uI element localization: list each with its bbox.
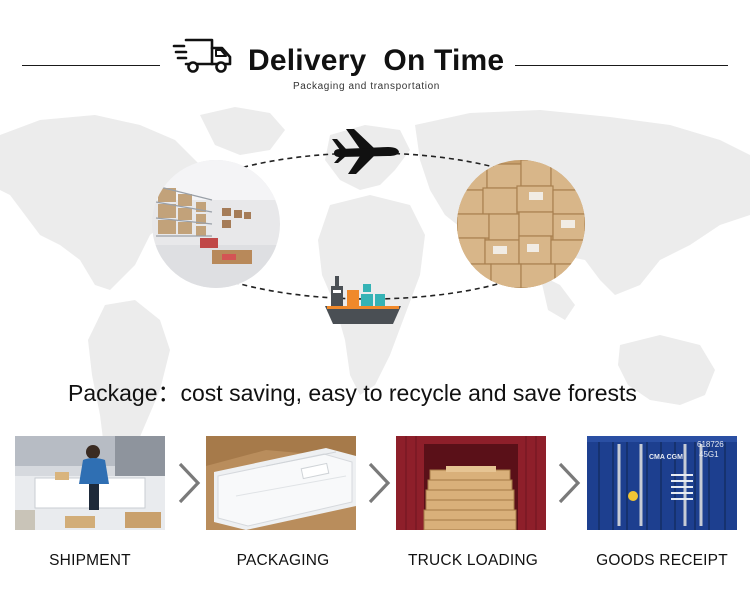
shipment-photo xyxy=(15,436,165,530)
step-label-packaging: PACKAGING xyxy=(236,552,330,569)
chevron-right-icon xyxy=(368,462,391,504)
cargo-ship-icon xyxy=(325,276,401,324)
world-map-background xyxy=(0,107,750,495)
warehouse-photo xyxy=(152,160,280,288)
truck-loading-photo xyxy=(396,436,546,530)
packaging-photo xyxy=(206,436,356,530)
step-label-shipment: SHIPMENT xyxy=(49,552,131,569)
container-number-text: 618726 xyxy=(697,440,724,449)
goods-receipt-container-photo: CMA CGM 618726 45G1 xyxy=(587,436,737,530)
carton-boxes-photo xyxy=(457,160,585,288)
airplane-icon xyxy=(332,129,399,174)
chevron-right-icon xyxy=(178,462,201,504)
step-label-goods-receipt: GOODS RECEIPT xyxy=(596,552,728,569)
container-code-text: 45G1 xyxy=(699,450,719,459)
container-brand-text: CMA CGM xyxy=(649,454,683,461)
header-divider-right xyxy=(515,65,728,66)
header-divider-left xyxy=(22,65,160,66)
page-subtitle: Packaging and transportation xyxy=(293,81,440,92)
page-title: Delivery On Time xyxy=(248,44,505,77)
package-benefits-text: Package：cost saving, easy to recycle and… xyxy=(68,380,637,406)
step-label-truck-loading: TRUCK LOADING xyxy=(407,552,539,569)
chevron-right-icon xyxy=(558,462,581,504)
delivery-truck-icon xyxy=(172,38,232,73)
